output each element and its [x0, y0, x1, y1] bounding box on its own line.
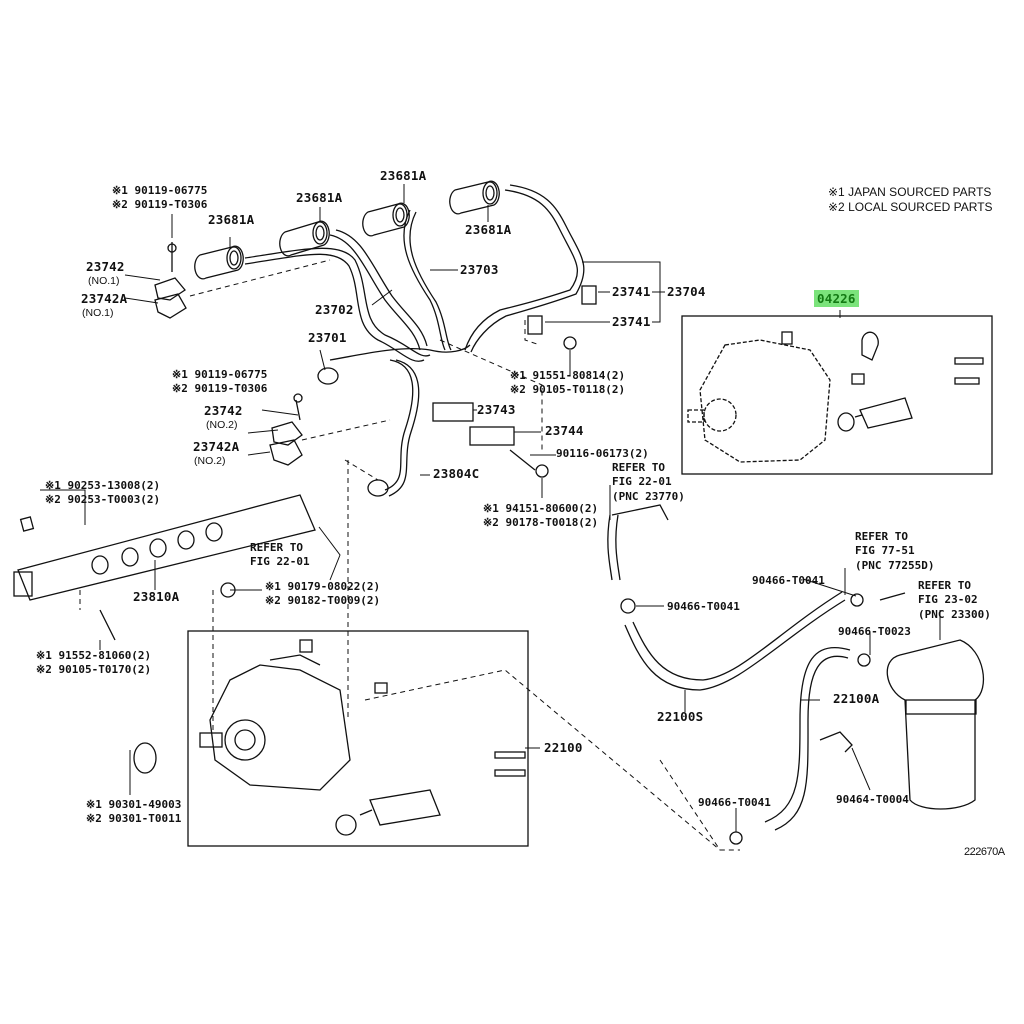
japan-part-number: ※1 91552-81060(2): [36, 649, 152, 662]
local-part-number: ※2 90253-T0003(2): [45, 493, 161, 507]
hose-clamp-icon: [620, 593, 871, 845]
clamp-icon: [154, 277, 515, 466]
part-label-23703[interactable]: 23703: [460, 262, 499, 277]
part-label-23804c[interactable]: 23804C: [433, 466, 480, 481]
reference-text: FIG 23-02: [918, 593, 978, 607]
reference-fig-23-02[interactable]: REFER TO FIG 23-02 (PNC 23300): [918, 579, 991, 622]
part-label-23742-no2[interactable]: 23742: [204, 403, 243, 418]
part-label-23741[interactable]: 23741: [612, 314, 651, 329]
reference-fig-22-01-pnc[interactable]: REFER TO FIG 22-01 (PNC 23770): [612, 461, 685, 504]
o-ring-icon: [837, 412, 855, 432]
part-label-23742a-no2[interactable]: 23742A: [193, 439, 240, 454]
japan-part-number: ※1 90179-08022(2): [265, 580, 381, 593]
part-sublabel: (NO.2): [194, 455, 226, 467]
kit-box-04226: [681, 315, 993, 475]
part-label-22100[interactable]: 22100: [544, 740, 583, 755]
local-part-number: ※2 90105-T0170(2): [36, 663, 152, 677]
part-pair-90119-no2[interactable]: ※1 90119-06775 ※2 90119-T0306: [172, 368, 267, 396]
part-label-90466-t0041[interactable]: 90466-T0041: [752, 574, 825, 587]
o-ring-icon: [133, 742, 157, 774]
reference-fig-22-01[interactable]: REFER TO FIG 22-01: [250, 541, 310, 570]
reference-text: (PNC 77255D): [855, 558, 935, 572]
part-label-23742a-no1[interactable]: 23742A: [81, 291, 128, 306]
bracket-icon: [581, 285, 597, 305]
part-label-90116[interactable]: 90116-06173(2): [556, 447, 649, 460]
leader-line: [318, 485, 941, 832]
leader-line: [40, 184, 841, 795]
figure-id: 222670A: [964, 846, 1005, 858]
reference-text: REFER TO: [855, 530, 908, 543]
local-part-number: ※2 90178-T0018(2): [483, 516, 599, 530]
o-ring-icon: [335, 814, 357, 836]
part-label-23701[interactable]: 23701: [308, 330, 347, 345]
part-sublabel: (NO.1): [82, 307, 114, 319]
part-label-23743[interactable]: 23743: [477, 402, 516, 417]
local-part-number: ※2 90182-T0009(2): [265, 594, 381, 608]
part-pair-90253[interactable]: ※1 90253-13008(2) ※2 90253-T0003(2): [45, 479, 160, 507]
reference-text: FIG 77-51: [855, 544, 915, 558]
highlight-badge: 04226: [814, 290, 859, 307]
japan-part-number: ※1 91551-80814(2): [510, 369, 626, 382]
solenoid-icon: [781, 331, 984, 429]
part-label-23681a[interactable]: 23681A: [380, 168, 427, 183]
part-label-22100s[interactable]: 22100S: [657, 709, 704, 724]
part-pair-90179[interactable]: ※1 90179-08022(2) ※2 90182-T0009(2): [265, 580, 380, 608]
fuel-hose-icon: [607, 504, 985, 831]
local-part-number: ※2 90119-T0306: [172, 382, 268, 396]
part-pair-90119-no1[interactable]: ※1 90119-06775 ※2 90119-T0306: [112, 184, 207, 212]
dashed-leader: [79, 259, 740, 851]
reference-fig-77-51[interactable]: REFER TO FIG 77-51 (PNC 77255D): [855, 530, 934, 573]
part-label-90464-t0004[interactable]: 90464-T0004: [836, 793, 909, 806]
legend-local: ※2 LOCAL SOURCED PARTS: [828, 200, 993, 214]
part-label-22100a[interactable]: 22100A: [833, 691, 880, 706]
part-label-23681a[interactable]: 23681A: [208, 212, 255, 227]
part-sublabel: (NO.1): [88, 275, 120, 287]
part-label-23810a[interactable]: 23810A: [133, 589, 180, 604]
part-label-23742-no1[interactable]: 23742: [86, 259, 125, 274]
injection-pipe-icon: [244, 184, 585, 497]
part-label-23681a[interactable]: 23681A: [465, 222, 512, 237]
bolt-icon: [99, 242, 577, 641]
reference-text: FIG 22-01: [250, 555, 310, 569]
part-label-90466-t0041[interactable]: 90466-T0041: [698, 796, 771, 809]
common-rail-icon: [13, 494, 316, 601]
part-label-23744[interactable]: 23744: [545, 423, 584, 438]
japan-part-number: ※1 90253-13008(2): [45, 479, 161, 492]
reference-text: (PNC 23300): [918, 607, 991, 621]
part-label-23681a[interactable]: 23681A: [296, 190, 343, 205]
fuel-pump-icon: [199, 639, 526, 826]
fuel-pump-icon: [687, 339, 831, 463]
part-pair-90301[interactable]: ※1 90301-49003 ※2 90301-T0011: [86, 798, 181, 826]
local-part-number: ※2 90119-T0306: [112, 198, 208, 212]
reference-text: (PNC 23770): [612, 489, 685, 503]
reference-text: FIG 22-01: [612, 475, 672, 489]
part-sublabel: (NO.2): [206, 419, 238, 431]
part-pair-91551[interactable]: ※1 91551-80814(2) ※2 90105-T0118(2): [510, 369, 625, 397]
part-label-23704[interactable]: 23704: [667, 284, 706, 299]
reference-text: REFER TO: [250, 541, 303, 554]
part-label-90466-t0023[interactable]: 90466-T0023: [838, 625, 911, 638]
part-pair-91552[interactable]: ※1 91552-81060(2) ※2 90105-T0170(2): [36, 649, 151, 677]
kit-box-22100: [187, 630, 529, 847]
part-label-23702[interactable]: 23702: [315, 302, 354, 317]
bracket-icon: [527, 315, 543, 335]
local-part-number: ※2 90105-T0118(2): [510, 383, 626, 397]
japan-part-number: ※1 90301-49003: [86, 798, 182, 811]
local-part-number: ※2 90301-T0011: [86, 812, 182, 826]
japan-part-number: ※1 90119-06775: [112, 184, 208, 197]
reference-text: REFER TO: [918, 579, 971, 592]
part-pair-94151[interactable]: ※1 94151-80600(2) ※2 90178-T0018(2): [483, 502, 598, 530]
part-label-04226-highlighted[interactable]: 04226: [814, 290, 859, 307]
fitting-icon: [367, 479, 389, 497]
sourcing-legend: ※1 JAPAN SOURCED PARTS ※2 LOCAL SOURCED …: [828, 185, 993, 215]
reference-text: REFER TO: [612, 461, 665, 474]
legend-japan: ※1 JAPAN SOURCED PARTS: [828, 185, 992, 199]
part-label-23741[interactable]: 23741: [612, 284, 651, 299]
japan-part-number: ※1 94151-80600(2): [483, 502, 599, 515]
part-label-90466-t0041[interactable]: 90466-T0041: [667, 600, 740, 613]
fitting-icon: [317, 367, 339, 385]
japan-part-number: ※1 90119-06775: [172, 368, 268, 381]
